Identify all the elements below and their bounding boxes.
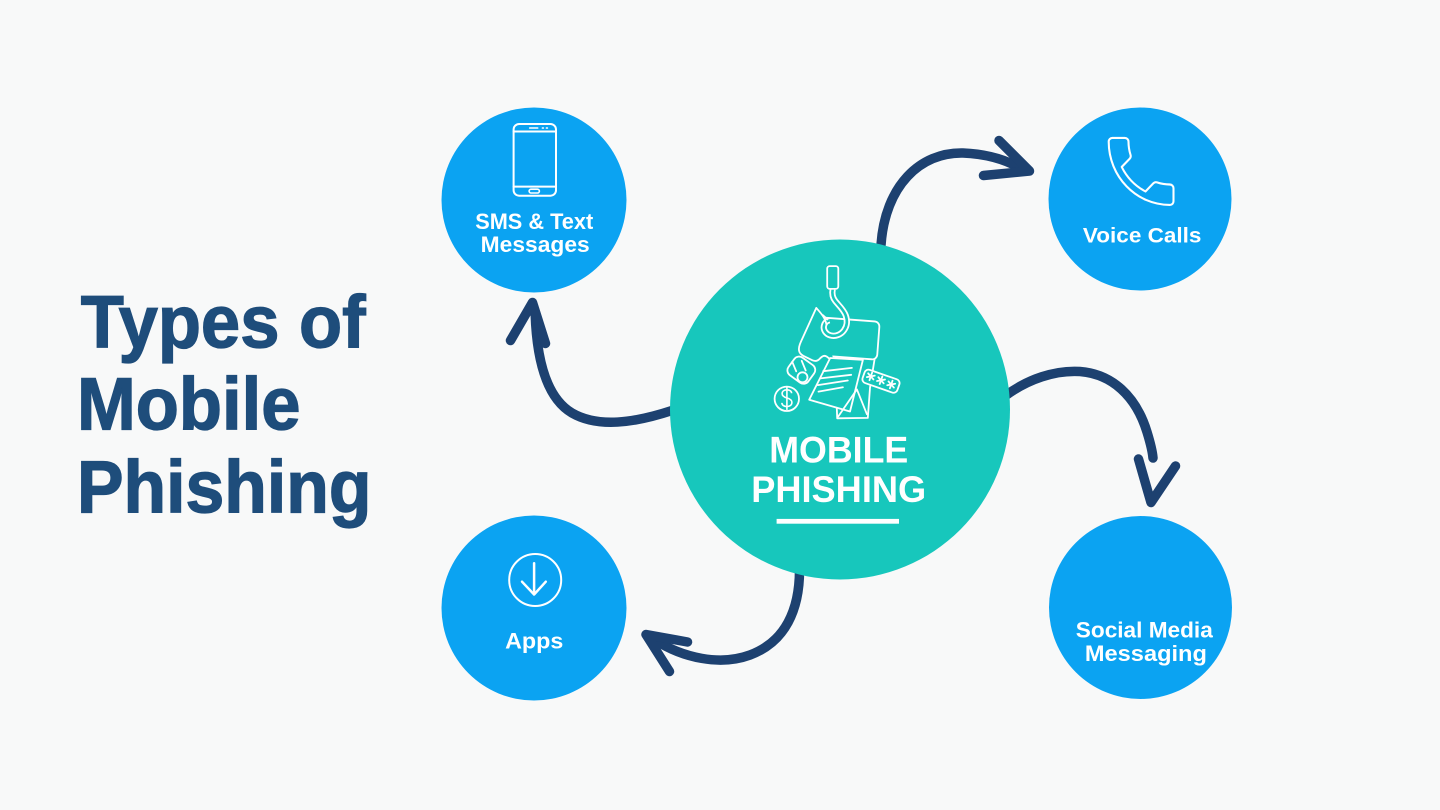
svg-text:Messaging: Messaging bbox=[1085, 641, 1207, 666]
svg-text:Types of: Types of bbox=[81, 281, 366, 364]
svg-text:MOBILE: MOBILE bbox=[769, 430, 908, 471]
svg-text:Phishing: Phishing bbox=[77, 446, 372, 529]
svg-text:Voice Calls: Voice Calls bbox=[1083, 224, 1202, 248]
svg-text:Social Media: Social Media bbox=[1076, 617, 1213, 642]
svg-text:Apps: Apps bbox=[505, 628, 563, 653]
svg-text:SMS & Text: SMS & Text bbox=[475, 209, 593, 234]
svg-text:Messages: Messages bbox=[481, 232, 590, 257]
svg-text:Mobile: Mobile bbox=[77, 363, 301, 446]
svg-text:PHISHING: PHISHING bbox=[751, 469, 926, 510]
